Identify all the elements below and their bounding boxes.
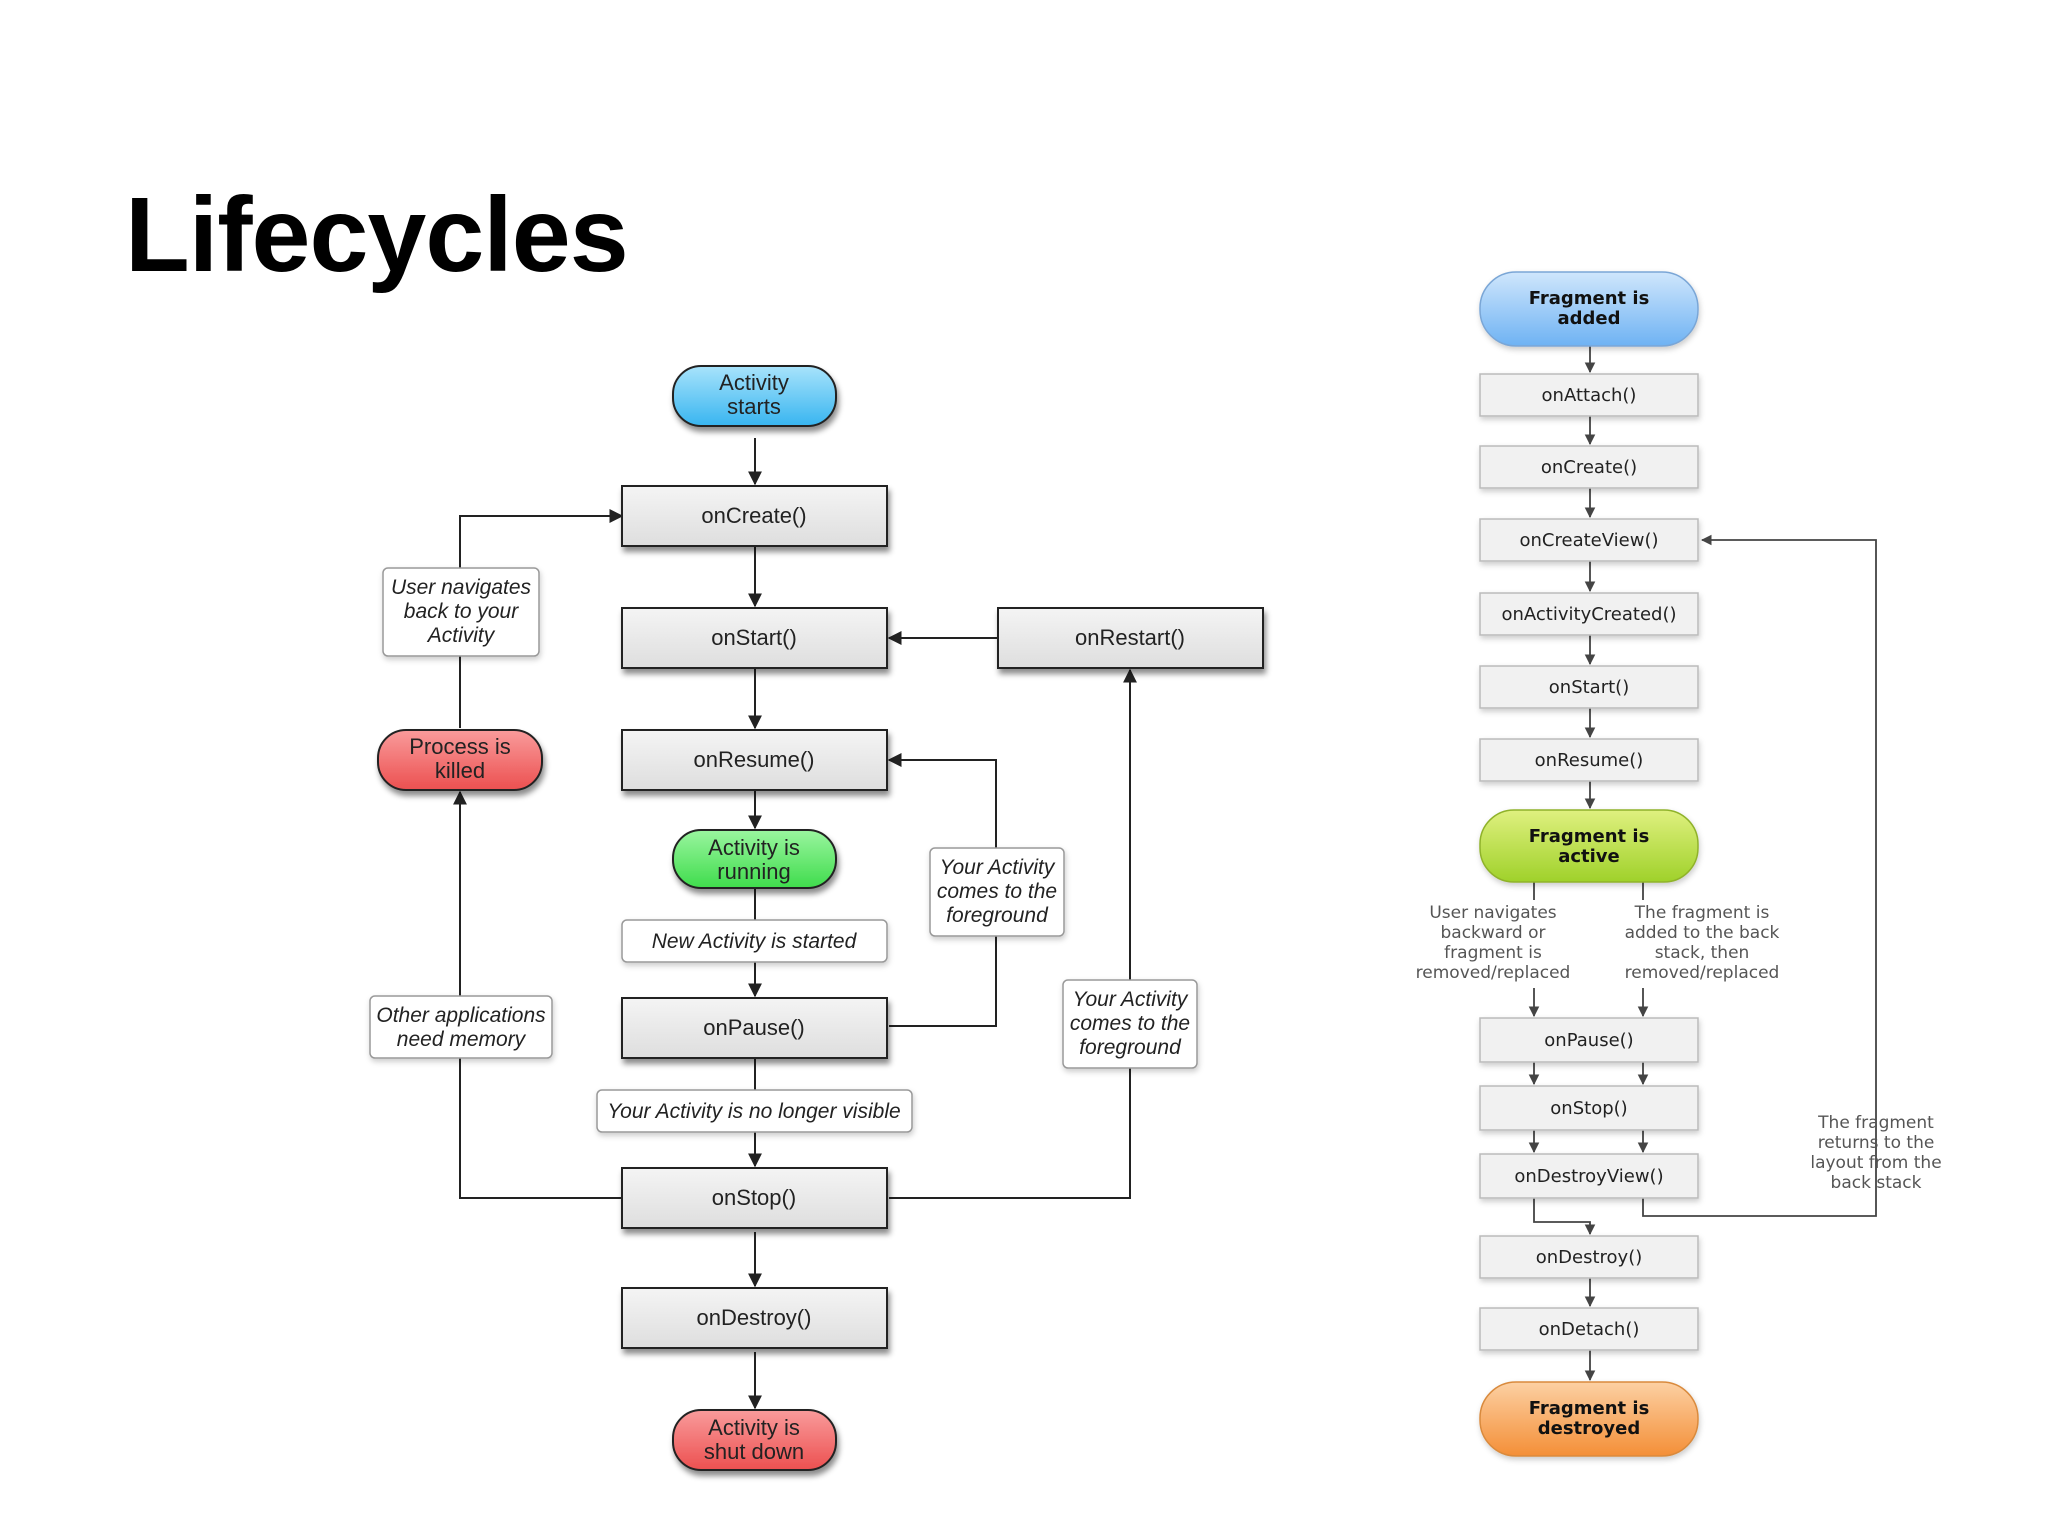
fragment-oncreate-node: onCreate() <box>1479 445 1699 489</box>
activity-onresume-label: onResume() <box>693 747 814 772</box>
activity-onrestart-node: onRestart() <box>997 607 1264 669</box>
activity-onresume-node: onResume() <box>621 729 888 791</box>
fragment-lifecycle <box>1528 346 1877 1382</box>
fragment-ondetach-node: onDetach() <box>1479 1307 1699 1351</box>
fragment-onstart-label: onStart() <box>1549 677 1629 698</box>
fragment-ondestroy-node: onDestroy() <box>1479 1235 1699 1279</box>
fragment-onpause-node: onPause() <box>1479 1017 1699 1063</box>
fragment-onstop-node: onStop() <box>1479 1085 1699 1131</box>
fragment-ondestroyview-node: onDestroyView() <box>1479 1153 1699 1199</box>
activity-onstop-node: onStop() <box>621 1167 888 1229</box>
no-longer-visible-note: Your Activity is no longer visible <box>596 1089 913 1133</box>
fragment-onstop-label: onStop() <box>1550 1098 1627 1119</box>
new-activity-note: New Activity is started <box>621 919 888 963</box>
fragment-oncreateview-node: onCreateView() <box>1479 518 1699 562</box>
fragment-onactivitycreated-node: onActivityCreated() <box>1479 592 1699 636</box>
fragment-onresume-node: onResume() <box>1479 738 1699 782</box>
fragment-ondetach-label: onDetach() <box>1539 1319 1640 1340</box>
fragment-onattach-label: onAttach() <box>1542 385 1637 406</box>
page-title: Lifecycles <box>125 176 629 294</box>
activity-onstart-label: onStart() <box>711 625 797 650</box>
activity-ondestroy-node: onDestroy() <box>621 1287 888 1349</box>
fragment-onactivitycreated-label: onActivityCreated() <box>1501 604 1676 625</box>
activity-ondestroy-label: onDestroy() <box>697 1305 812 1330</box>
fragment-oncreateview-label: onCreateView() <box>1520 530 1659 551</box>
activity-onpause-label: onPause() <box>703 1015 805 1040</box>
no-longer-visible-note-text: Your Activity is no longer visible <box>607 1100 900 1123</box>
fragment-onattach-node: onAttach() <box>1479 373 1699 417</box>
activity-onpause-node: onPause() <box>621 997 888 1059</box>
activity-onstop-label: onStop() <box>712 1185 796 1210</box>
fragment-onstart-node: onStart() <box>1479 665 1699 709</box>
fragment-ondestroy-label: onDestroy() <box>1536 1247 1643 1268</box>
activity-onrestart-label: onRestart() <box>1075 625 1185 650</box>
fragment-ondestroyview-label: onDestroyView() <box>1514 1166 1663 1187</box>
new-activity-note-text: New Activity is started <box>652 930 858 953</box>
fragment-onresume-label: onResume() <box>1535 750 1644 771</box>
activity-onstart-node: onStart() <box>621 607 888 669</box>
fragment-onpause-label: onPause() <box>1544 1030 1633 1051</box>
activity-oncreate-node: onCreate() <box>621 485 888 547</box>
fragment-oncreate-label: onCreate() <box>1541 457 1637 478</box>
activity-oncreate-label: onCreate() <box>701 503 806 528</box>
